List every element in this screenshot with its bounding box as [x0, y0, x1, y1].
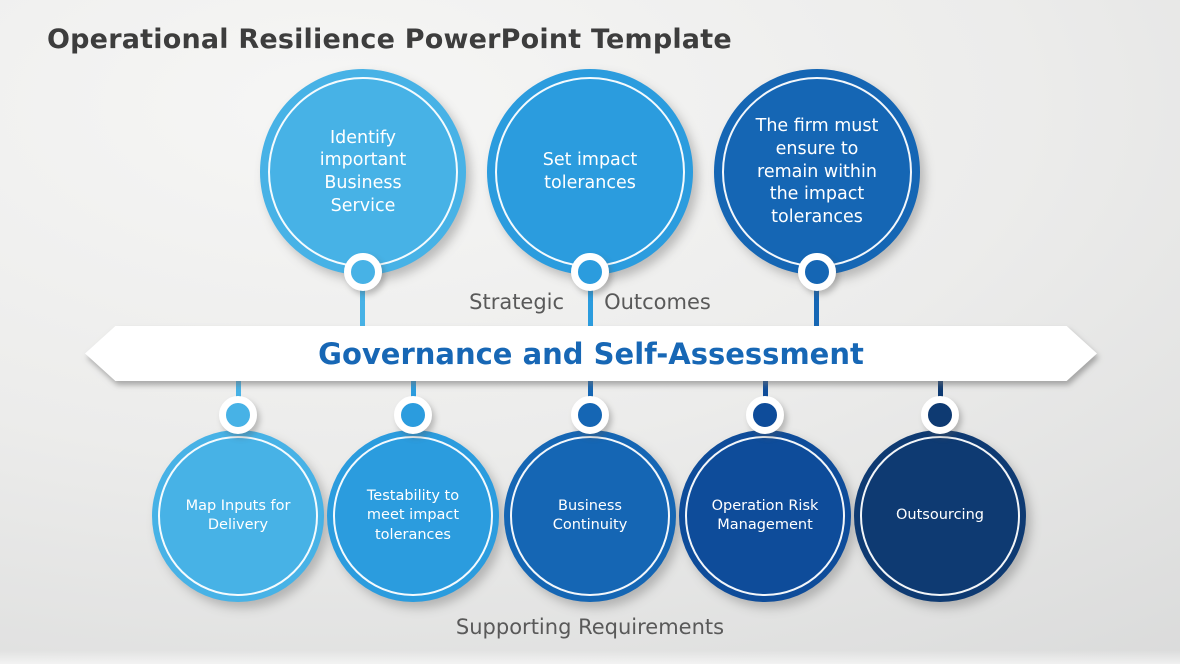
bottom-circle-business-continuity: Business Continuity — [504, 430, 676, 602]
circle-label: Business Continuity — [552, 497, 628, 533]
bottom-circle-testability: Testability to meet impact tolerances — [327, 430, 499, 602]
connector-dot-bottom-5 — [921, 396, 959, 434]
banner-arrow-shape: Governance and Self-Assessment — [85, 326, 1097, 381]
connector-dot-bottom-1 — [219, 396, 257, 434]
outcomes-label-word: Outcomes — [604, 290, 711, 314]
connector-line-top-1 — [360, 278, 365, 332]
circle-inner-ring — [333, 436, 493, 596]
circle-inner-ring — [685, 436, 845, 596]
connector-line-top-2 — [588, 278, 593, 332]
connector-dot-top-3 — [798, 253, 836, 291]
strategic-outcomes-label: Strategic Outcomes — [0, 290, 1180, 314]
slide-title: Operational Resilience PowerPoint Templa… — [47, 24, 732, 55]
bottom-circle-map-inputs: Map Inputs for Delivery — [152, 430, 324, 602]
circle-label: Outsourcing — [896, 507, 984, 524]
connector-dot-top-2 — [571, 253, 609, 291]
connector-line-bottom-4 — [763, 378, 768, 412]
connector-dot-top-1 — [344, 253, 382, 291]
bottom-circle-outsourcing: Outsourcing — [854, 430, 1026, 602]
top-circle-identify-business-service: Identify important Business Service — [260, 69, 466, 275]
connector-line-bottom-5 — [938, 378, 943, 412]
supporting-requirements-label: Supporting Requirements — [455, 615, 725, 639]
circle-inner-ring — [158, 436, 318, 596]
circle-label: Testability to meet impact tolerances — [366, 488, 460, 543]
top-circle-set-impact-tolerances: Set impact tolerances — [487, 69, 693, 275]
connector-line-top-3 — [814, 278, 819, 332]
connector-line-bottom-3 — [588, 378, 593, 412]
connector-dot-bottom-3 — [571, 396, 609, 434]
connector-line-bottom-1 — [236, 378, 241, 412]
circle-inner-ring — [860, 436, 1020, 596]
circle-label: Operation Risk Management — [711, 497, 819, 533]
top-circle-remain-within-tolerances: The firm must ensure to remain within th… — [714, 69, 920, 275]
circle-label: The firm must ensure to remain within th… — [755, 116, 879, 228]
circle-label: Map Inputs for Delivery — [185, 497, 291, 533]
circle-label: Set impact tolerances — [542, 150, 638, 193]
connector-dot-bottom-4 — [746, 396, 784, 434]
strategic-label-word: Strategic — [469, 290, 565, 314]
circle-label: Identify important Business Service — [319, 127, 407, 216]
banner-label: Governance and Self-Assessment — [318, 336, 864, 371]
governance-banner: Governance and Self-Assessment — [85, 326, 1097, 381]
connector-line-bottom-2 — [411, 378, 416, 412]
bottom-circle-operation-risk: Operation Risk Management — [679, 430, 851, 602]
connector-dot-bottom-2 — [394, 396, 432, 434]
circle-inner-ring — [510, 436, 670, 596]
